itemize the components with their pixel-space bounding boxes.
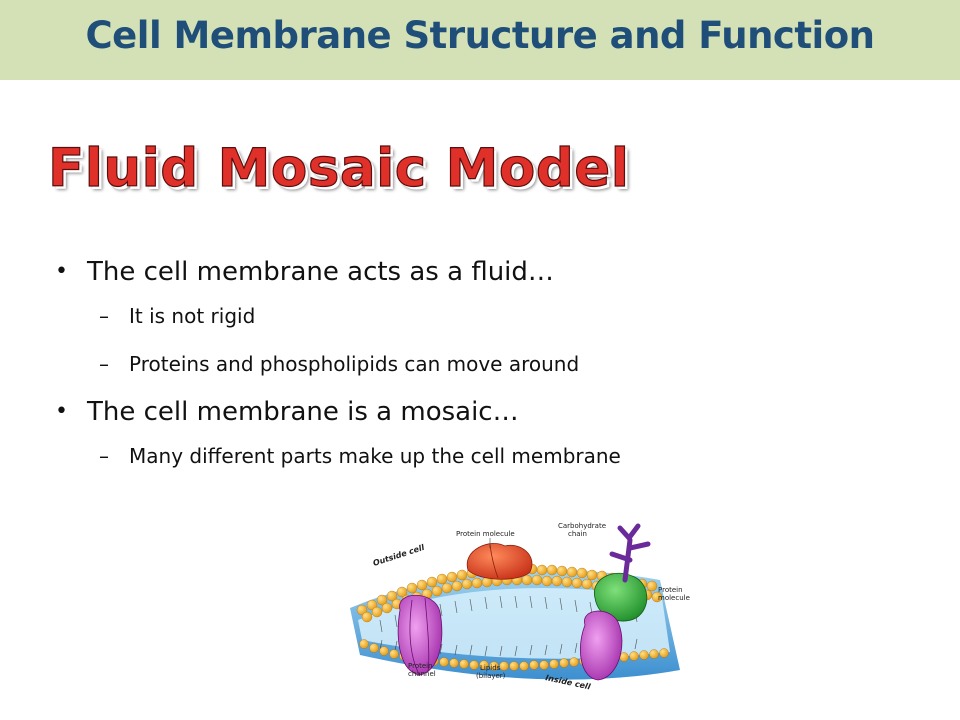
carbohydrate-label: Carbohydrate xyxy=(558,522,606,530)
bullet-item: • The cell membrane is a mosaic… xyxy=(55,392,935,436)
sub-bullet-item: – Many different parts make up the cell … xyxy=(55,436,935,484)
sub-bullet-item: – Proteins and phospholipids can move ar… xyxy=(55,344,935,392)
bullet-list: • The cell membrane acts as a fluid… – I… xyxy=(55,252,935,484)
protein-channel-label-2: channel xyxy=(408,670,436,678)
sub-bullet-text: Proteins and phospholipids can move arou… xyxy=(129,352,580,376)
protein-right-label: Protein xyxy=(658,586,683,594)
slide-title: Cell Membrane Structure and Function xyxy=(85,14,875,57)
sub-bullet-item: – It is not rigid xyxy=(55,296,935,344)
protein-channel-label: Protein xyxy=(408,662,433,670)
bullet-icon: • xyxy=(55,399,68,424)
protein-molecule-label: Protein molecule xyxy=(456,530,515,538)
bullet-text: The cell membrane is a mosaic… xyxy=(87,397,519,427)
outside-cell-label: Outside cell xyxy=(372,543,426,568)
dash-icon: – xyxy=(99,352,109,376)
cell-membrane-diagram: Outside cell Protein molecule Carbohydra… xyxy=(350,522,690,692)
bullet-item: • The cell membrane acts as a fluid… xyxy=(55,252,935,296)
sub-bullet-text: It is not rigid xyxy=(129,304,256,328)
protein-right-label-2: molecule xyxy=(658,594,690,602)
lipids-label: Lipids xyxy=(480,664,501,672)
surface-protein xyxy=(466,543,533,580)
lipids-label-2: (bilayer) xyxy=(476,672,506,680)
carbohydrate-chain xyxy=(609,523,651,583)
bullet-text: The cell membrane acts as a fluid… xyxy=(87,257,554,287)
dash-icon: – xyxy=(99,304,109,328)
bullet-icon: • xyxy=(55,259,68,284)
sub-bullet-text: Many different parts make up the cell me… xyxy=(129,444,621,468)
dash-icon: – xyxy=(99,444,109,468)
integral-protein xyxy=(579,610,623,681)
carbohydrate-label-2: chain xyxy=(568,530,587,538)
slide-heading: Fluid Mosaic Model xyxy=(47,137,630,199)
protein-channel xyxy=(397,594,443,676)
title-banner: Cell Membrane Structure and Function xyxy=(0,0,960,80)
